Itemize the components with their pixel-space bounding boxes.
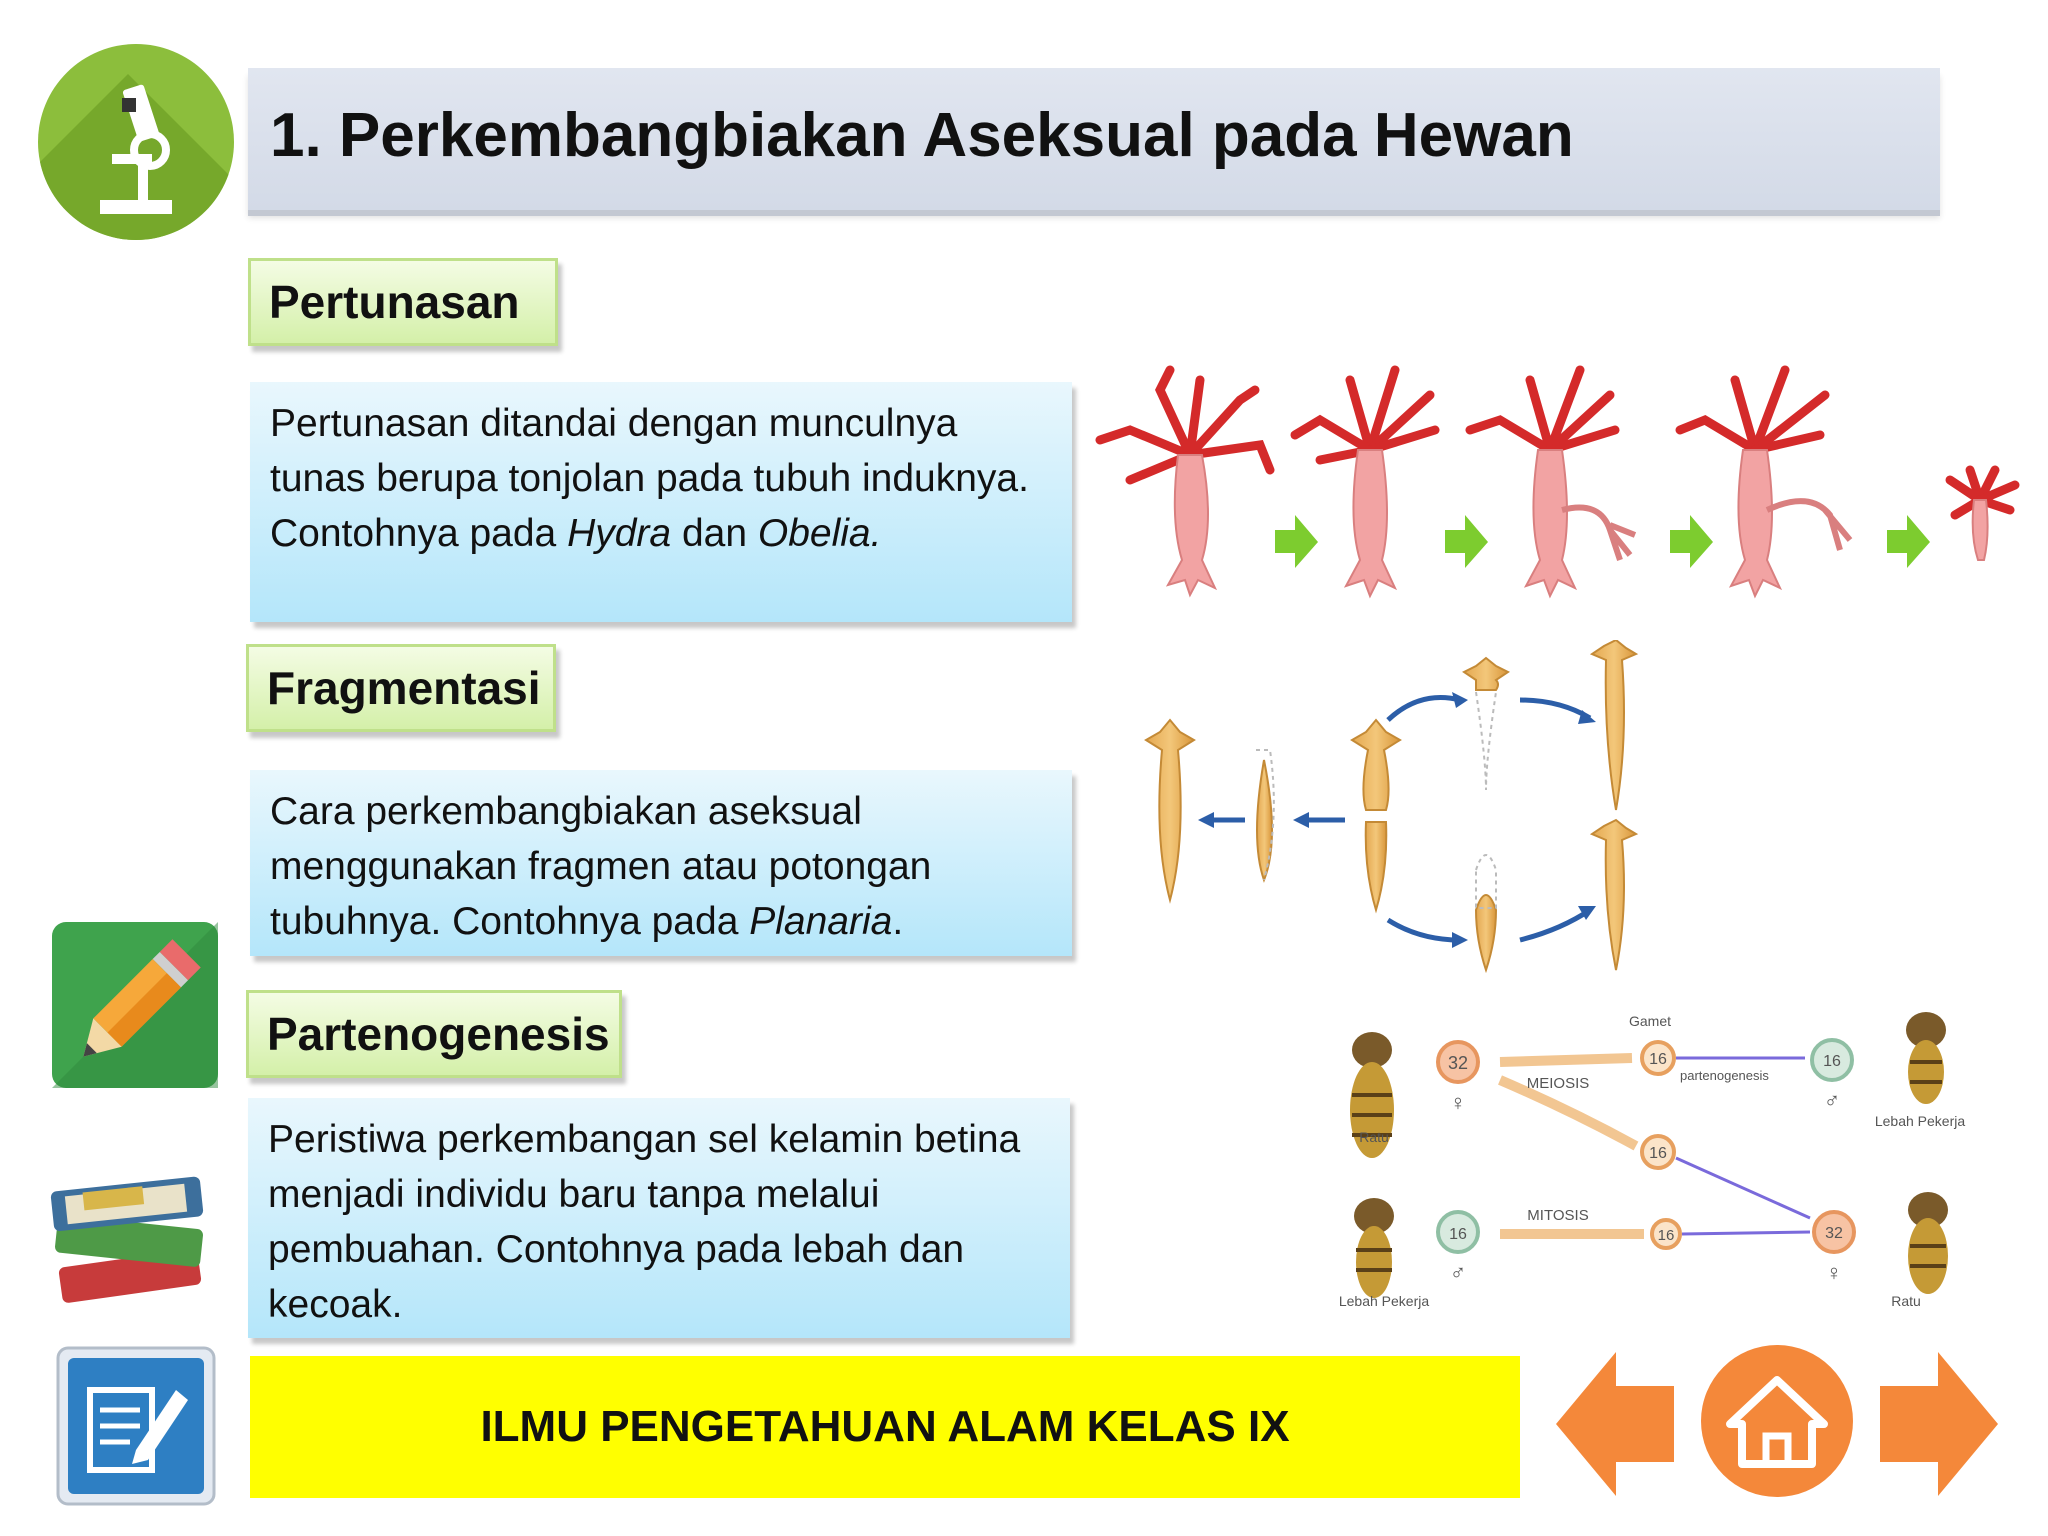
books-icon[interactable] bbox=[46, 1138, 222, 1314]
section-desc-partenogenesis: Peristiwa perkembangan sel kelamin betin… bbox=[248, 1098, 1070, 1338]
title-bar bbox=[248, 68, 1940, 210]
chromosome-32-queen-offspring: 32 bbox=[1825, 1225, 1843, 1242]
chromosome-16-male: 16 bbox=[1823, 1053, 1841, 1070]
arrow-right-icon[interactable] bbox=[1878, 1352, 1998, 1496]
hydra-illustration bbox=[1095, 365, 2020, 599]
section-label-fragmentasi: Fragmentasi bbox=[246, 644, 556, 732]
section-label-partenogenesis: Partenogenesis bbox=[246, 990, 622, 1078]
microscope-badge bbox=[38, 44, 234, 240]
footer-bar: ILMU PENGETAHUAN ALAM KELAS IX bbox=[250, 1356, 1520, 1498]
chromosome-16-gamete-a: 16 bbox=[1649, 1051, 1667, 1068]
section-label-pertunasan: Pertunasan bbox=[248, 258, 558, 346]
label-mitosis: MITOSIS bbox=[1527, 1207, 1588, 1224]
label-lebah-pekerja-b: Lebah Pekerja bbox=[1875, 1113, 1966, 1129]
notes-icon[interactable] bbox=[56, 1346, 216, 1506]
arrow-left-icon[interactable] bbox=[1556, 1352, 1676, 1496]
section-desc-fragmentasi: Cara perkembangbiakan aseksual menggunak… bbox=[250, 770, 1072, 956]
label-partenogenesis: partenogenesis bbox=[1680, 1068, 1769, 1083]
label-lebah-pekerja-a: Lebah Pekerja bbox=[1339, 1293, 1430, 1309]
pencil-icon[interactable] bbox=[52, 922, 218, 1088]
chromosome-32-queen: 32 bbox=[1448, 1053, 1468, 1073]
label-ratu-b: Ratu bbox=[1891, 1293, 1921, 1309]
footer-text: ILMU PENGETAHUAN ALAM KELAS IX bbox=[480, 1402, 1290, 1451]
label-ratu-a: Ratu bbox=[1359, 1129, 1389, 1145]
page-title: 1. Perkembangbiakan Aseksual pada Hewan bbox=[270, 101, 1574, 170]
label-meiosis: MEIOSIS bbox=[1527, 1075, 1590, 1092]
female-symbol-a: ♀ bbox=[1450, 1090, 1467, 1115]
chromosome-16-worker: 16 bbox=[1449, 1226, 1467, 1243]
chromosome-16-gamete-c: 16 bbox=[1658, 1227, 1675, 1244]
planaria-illustration bbox=[1144, 640, 1639, 974]
bee-illustration: 32 16 16 16 16 16 32 ♀ ♂ ♂ ♀ Gamet MEIOS… bbox=[1339, 1012, 1966, 1309]
male-symbol-b: ♂ bbox=[1450, 1260, 1467, 1285]
label-gamet: Gamet bbox=[1629, 1013, 1671, 1029]
home-icon[interactable] bbox=[1700, 1344, 1854, 1498]
chromosome-16-gamete-b: 16 bbox=[1649, 1145, 1667, 1162]
male-symbol-a: ♂ bbox=[1824, 1088, 1841, 1113]
microscope-icon bbox=[100, 84, 172, 214]
female-symbol-b: ♀ bbox=[1826, 1260, 1843, 1285]
section-desc-pertunasan: Pertunasan ditandai dengan munculnya tun… bbox=[250, 382, 1072, 622]
